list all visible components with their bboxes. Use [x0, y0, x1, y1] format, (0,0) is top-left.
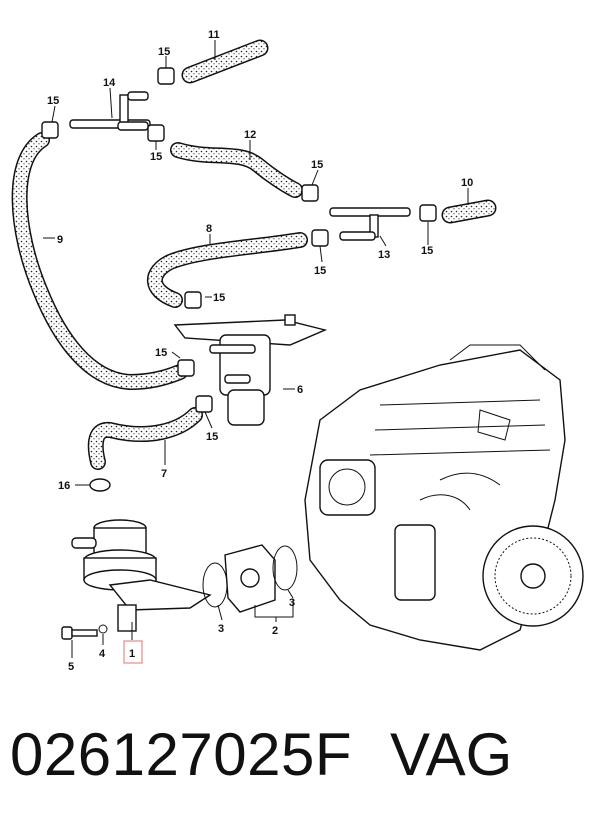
callout-15: 15 — [158, 46, 170, 58]
intermediate-flange-2 — [224, 544, 276, 613]
callout-15: 15 — [314, 265, 326, 277]
engine-block — [304, 344, 584, 651]
hose-12 — [170, 142, 303, 198]
callout-5: 5 — [68, 661, 74, 673]
callout-3: 3 — [289, 597, 295, 609]
callout-15: 15 — [421, 245, 433, 257]
bolt-5 — [61, 626, 98, 640]
t-piece-13 — [329, 207, 411, 241]
fuel-pump-1 — [71, 519, 212, 632]
callout-4: 4 — [99, 648, 106, 660]
t-piece-14 — [69, 91, 151, 131]
callout-3: 3 — [218, 623, 224, 635]
gasket-3-right — [272, 545, 298, 591]
callout-15: 15 — [150, 151, 162, 163]
callout-13: 13 — [378, 249, 390, 261]
hose-8 — [146, 232, 308, 308]
fuel-system-exploded-diagram: 11 15 14 15 15 12 15 10 8 9 13 15 15 15 … — [11, 29, 584, 673]
part-number: 026127025F — [10, 721, 352, 788]
callout-1: 1 — [129, 648, 135, 660]
hose-11 — [181, 39, 269, 84]
hose-9 — [11, 132, 188, 390]
callout-2: 2 — [272, 625, 278, 637]
clamp-16 — [89, 478, 111, 492]
hose-clamps-15 — [41, 67, 437, 413]
washer-4 — [98, 624, 108, 634]
hose-7 — [87, 407, 203, 470]
hose-10 — [441, 199, 497, 224]
callout-9: 9 — [57, 234, 63, 246]
callout-16: 16 — [58, 480, 70, 492]
leader-lines — [43, 40, 469, 658]
highlight-box — [123, 640, 143, 664]
callout-7: 7 — [161, 468, 167, 480]
callout-11: 11 — [208, 29, 220, 41]
callout-10: 10 — [461, 177, 473, 189]
footer: 026127025F VAG — [0, 715, 600, 805]
callout-15: 15 — [47, 95, 59, 107]
callout-labels: 11 15 14 15 15 12 15 10 8 9 13 15 15 15 … — [47, 29, 473, 673]
brand-name: VAG — [390, 721, 513, 788]
callout-15: 15 — [155, 347, 167, 359]
callout-8: 8 — [206, 223, 212, 235]
callout-14: 14 — [103, 77, 116, 89]
callout-15: 15 — [206, 431, 218, 443]
callout-6: 6 — [297, 384, 303, 396]
callout-15: 15 — [213, 292, 225, 304]
callout-15: 15 — [311, 159, 323, 171]
callout-12: 12 — [244, 129, 256, 141]
gasket-3-left — [202, 562, 228, 608]
fuel-reservoir-6 — [173, 314, 328, 426]
